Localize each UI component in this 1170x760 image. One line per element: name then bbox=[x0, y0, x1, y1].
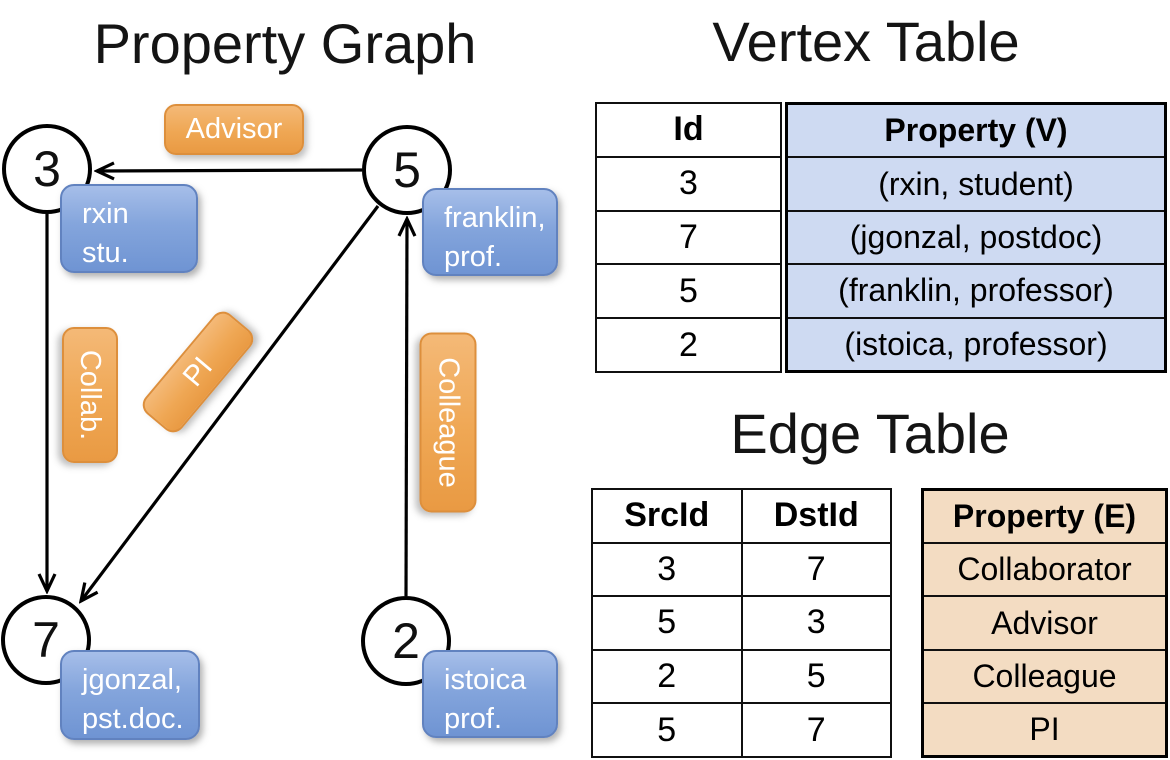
table-row: 2 5 bbox=[593, 648, 891, 703]
table-header-row: Id bbox=[597, 104, 780, 156]
table-row: 3 bbox=[597, 155, 780, 210]
vertex-property-line: stu. bbox=[82, 236, 129, 269]
vertex-property-box-2: istoica prof. bbox=[422, 650, 558, 738]
vertex-property-line: jgonzal, bbox=[82, 664, 182, 696]
edge-label-collab: Collab. bbox=[62, 327, 118, 463]
vertex-property-box-7: jgonzal, pst.doc. bbox=[60, 650, 200, 740]
vertex-table-property-header: Property (V) bbox=[884, 112, 1068, 149]
edge-label-colleague: Colleague bbox=[419, 332, 477, 513]
table-row: (istoica, professor) bbox=[788, 316, 1164, 370]
edge-label-advisor: Advisor bbox=[164, 104, 304, 155]
edge-property-cell: Collaborator bbox=[957, 551, 1132, 588]
edge-table-srcid-header: SrcId bbox=[624, 496, 710, 535]
vertex-node-2-id: 2 bbox=[392, 613, 420, 669]
edge-srcid-cell: 5 bbox=[657, 710, 677, 749]
table-row: 2 bbox=[597, 317, 780, 371]
table-header-row: Property (E) bbox=[924, 491, 1165, 542]
vertex-node-5: 5 bbox=[362, 125, 452, 215]
table-row: (franklin, professor) bbox=[788, 263, 1164, 316]
vertex-property-cell: (istoica, professor) bbox=[844, 325, 1108, 362]
edge-srcid-cell: 2 bbox=[657, 657, 677, 696]
edge-property-cell: Advisor bbox=[991, 604, 1098, 641]
edge-arrow-5-to-3 bbox=[97, 170, 363, 171]
edge-dstid-cell: 7 bbox=[740, 543, 891, 596]
edge-dstid-cell: 5 bbox=[740, 650, 891, 703]
vertex-table-title: Vertex Table bbox=[712, 10, 1020, 73]
table-row: 5 7 bbox=[593, 702, 890, 756]
edge-srcid-cell: 3 bbox=[657, 549, 677, 588]
table-row: 5 3 bbox=[593, 595, 890, 649]
edge-table-property-header: Property (E) bbox=[952, 498, 1137, 535]
vertex-table-id-column: Id 3 7 5 2 bbox=[595, 102, 782, 373]
vertex-table-property-column: Property (V) (rxin, student) (jgonzal, p… bbox=[785, 102, 1167, 373]
table-row: (jgonzal, postdoc) bbox=[788, 209, 1164, 263]
vertex-node-3-id: 3 bbox=[33, 141, 61, 197]
vertex-table-id-header: Id bbox=[673, 110, 704, 149]
vertex-property-cell: (rxin, student) bbox=[878, 165, 1074, 202]
vertex-property-cell: (jgonzal, postdoc) bbox=[849, 219, 1103, 256]
vertex-node-7-id: 7 bbox=[32, 612, 60, 668]
table-header-row: Property (V) bbox=[788, 105, 1164, 156]
table-row: 7 bbox=[597, 209, 780, 264]
table-header-row: SrcId DstId bbox=[593, 490, 890, 542]
vertex-id-cell: 7 bbox=[679, 217, 698, 256]
vertex-id-cell: 3 bbox=[679, 164, 698, 203]
table-row: Colleague bbox=[924, 648, 1165, 702]
table-row: Collaborator bbox=[924, 542, 1165, 595]
edge-table-dstid-header: DstId bbox=[740, 490, 891, 542]
vertex-id-cell: 2 bbox=[679, 325, 698, 364]
vertex-property-line: prof. bbox=[444, 240, 503, 273]
table-row: PI bbox=[924, 701, 1165, 755]
vertex-property-line: pst.doc. bbox=[82, 702, 184, 735]
edge-property-cell: PI bbox=[1029, 710, 1060, 747]
edge-dstid-cell: 7 bbox=[740, 704, 891, 756]
edge-property-cell: Colleague bbox=[972, 657, 1117, 694]
edge-arrow-2-to-5 bbox=[406, 219, 407, 597]
table-row: (rxin, student) bbox=[788, 156, 1164, 209]
edge-srcid-cell: 5 bbox=[657, 603, 677, 642]
table-row: 3 7 bbox=[593, 541, 891, 596]
table-row: Advisor bbox=[924, 595, 1165, 648]
vertex-property-line: franklin, bbox=[444, 202, 546, 234]
property-graph-title: Property Graph bbox=[93, 12, 477, 75]
edge-table-id-columns: SrcId DstId 3 7 5 3 2 5 5 7 bbox=[591, 488, 892, 758]
vertex-node-5-id: 5 bbox=[393, 142, 421, 198]
edge-table-property-column: Property (E) Collaborator Advisor Collea… bbox=[921, 488, 1168, 758]
vertex-id-cell: 5 bbox=[679, 271, 698, 310]
vertex-property-box-3: rxin stu. bbox=[60, 184, 198, 273]
vertex-property-line: istoica bbox=[444, 664, 527, 696]
vertex-property-cell: (franklin, professor) bbox=[838, 272, 1114, 309]
vertex-property-box-5: franklin, prof. bbox=[422, 188, 558, 276]
vertex-node-3: 3 bbox=[2, 124, 92, 214]
table-row: 5 bbox=[597, 263, 780, 317]
edge-arrow-5-to-7 bbox=[81, 205, 380, 601]
edge-dstid-cell: 3 bbox=[740, 597, 891, 649]
edge-table-title: Edge Table bbox=[730, 402, 1010, 465]
vertex-property-line: prof. bbox=[444, 702, 503, 735]
vertex-property-line: rxin bbox=[82, 198, 129, 230]
